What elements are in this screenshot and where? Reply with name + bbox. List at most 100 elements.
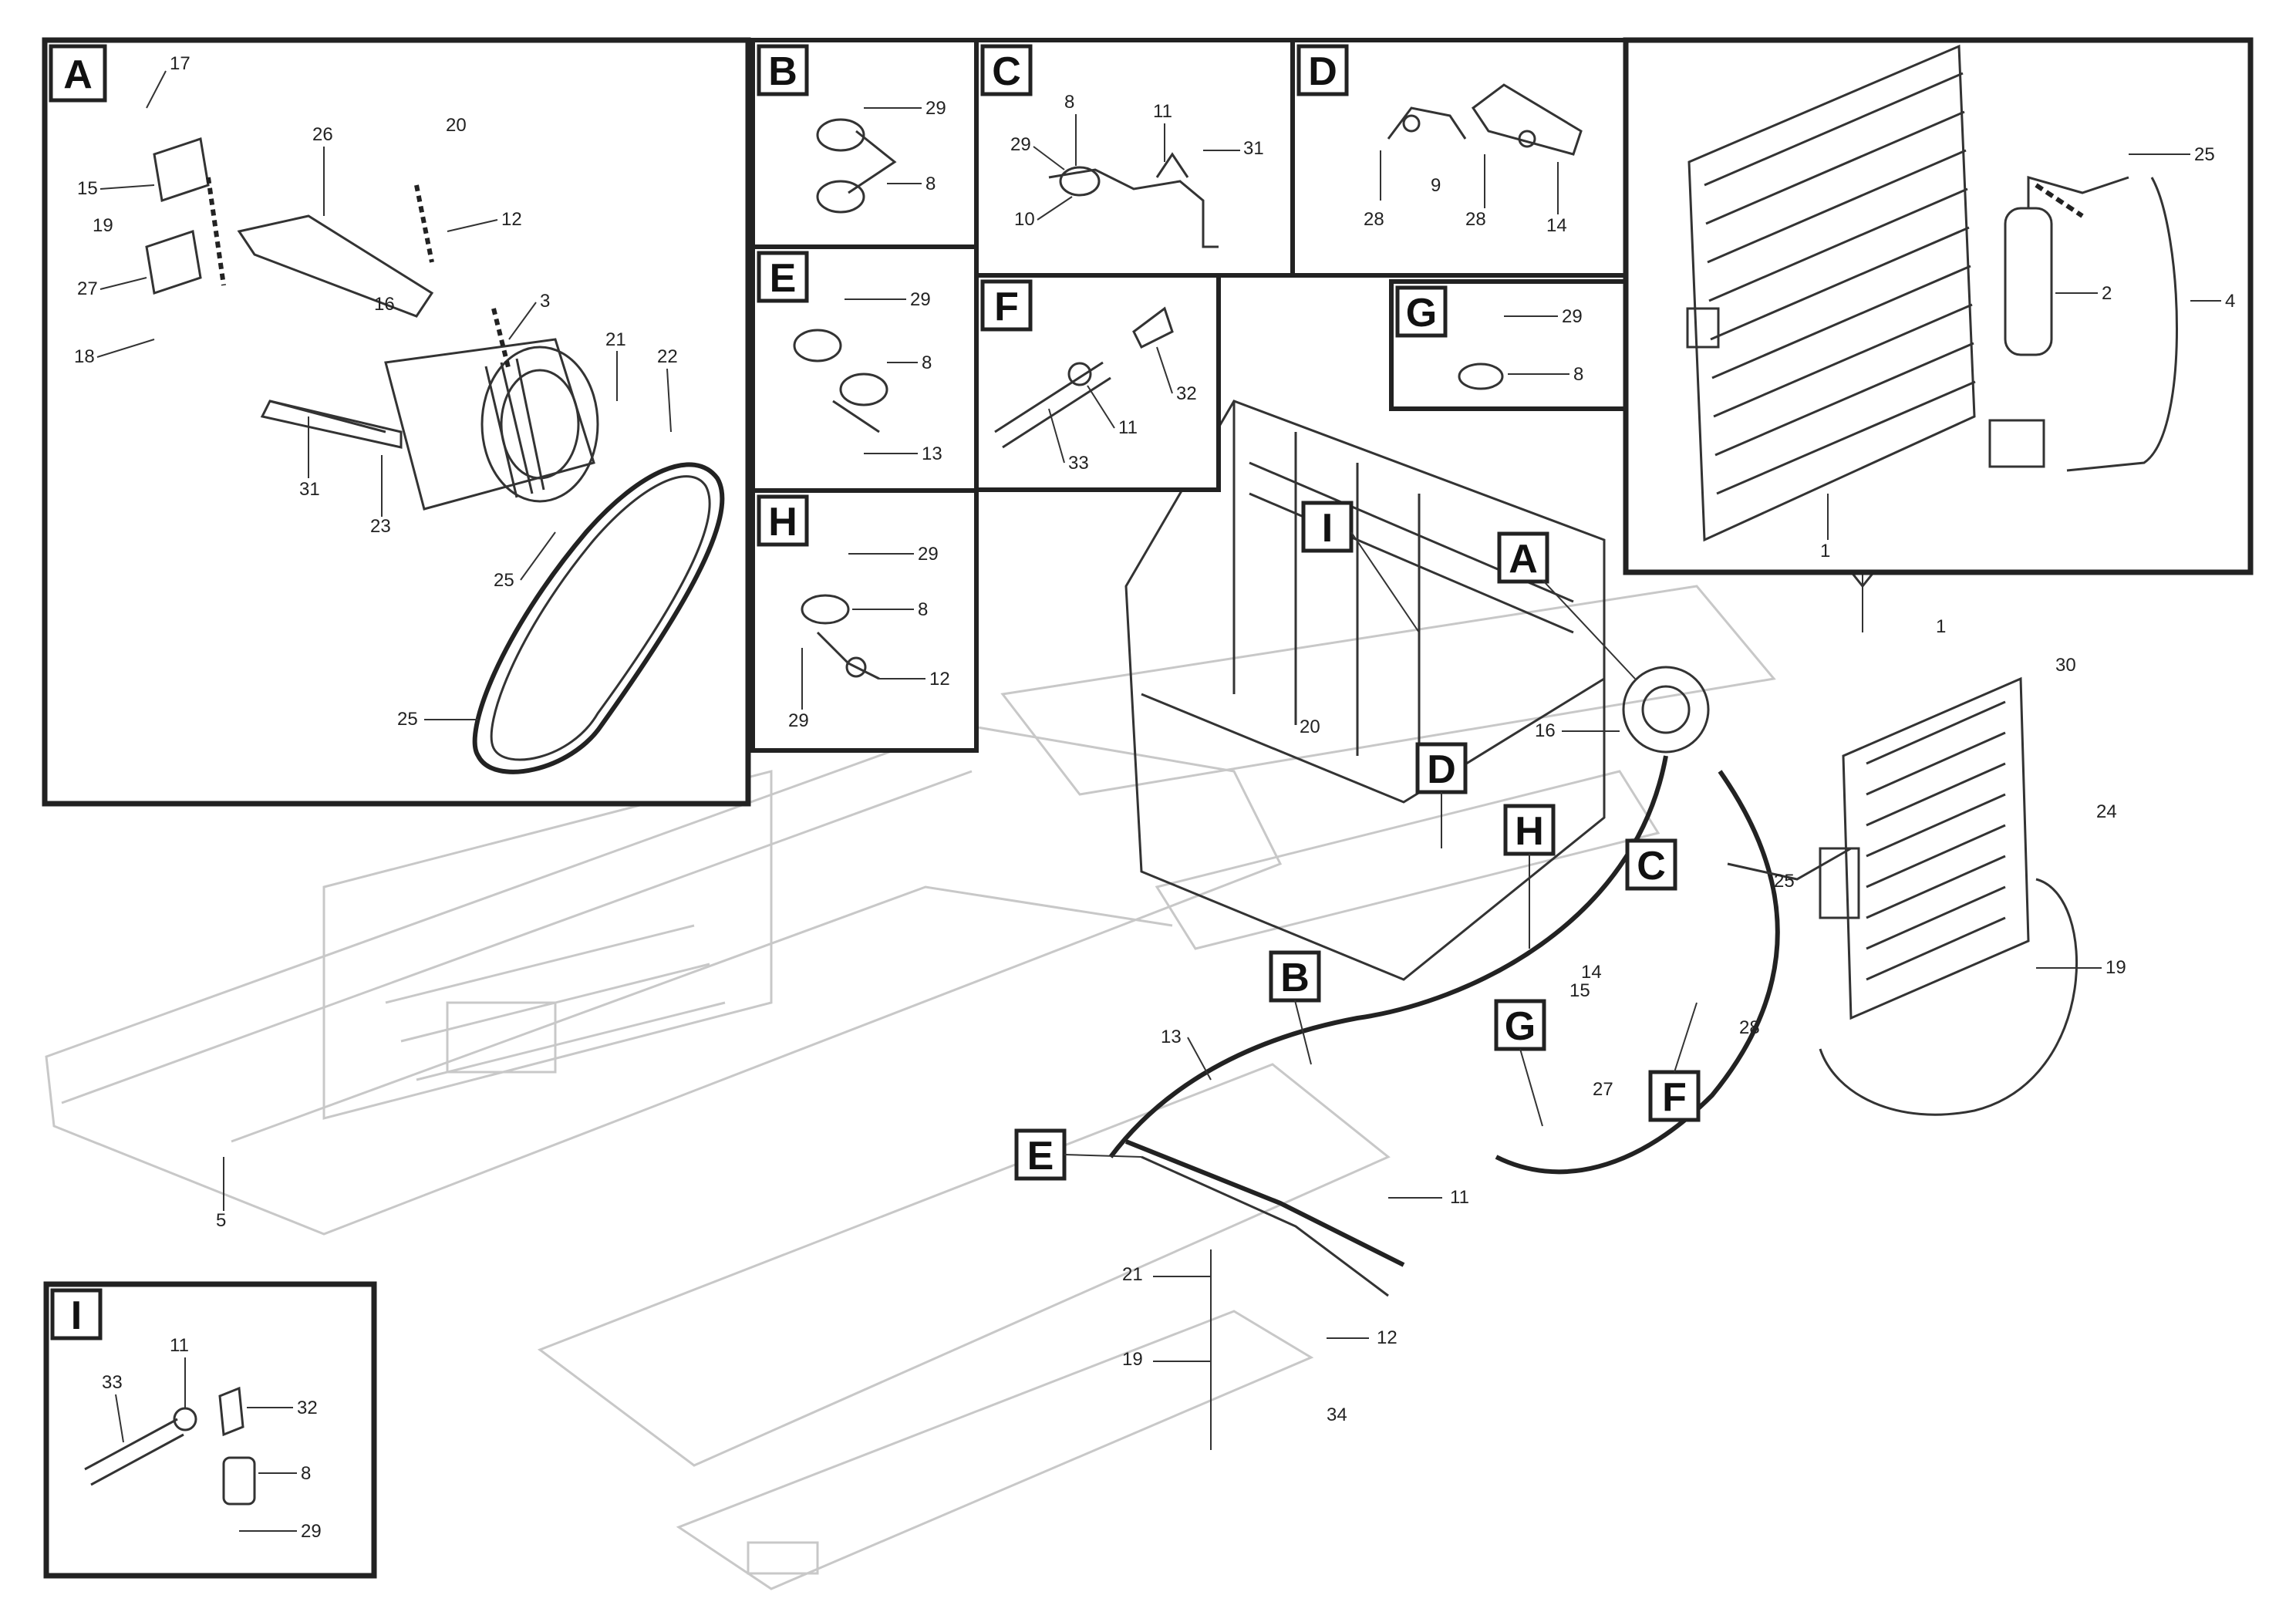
main-assembly: I A D H C B G E <box>45 400 2126 1590</box>
svg-text:11: 11 <box>1450 1187 1469 1208</box>
svg-text:D: D <box>1308 49 1337 94</box>
marker-D[interactable]: D <box>1415 742 1468 794</box>
svg-text:H: H <box>1515 809 1544 854</box>
svg-text:29: 29 <box>301 1521 322 1542</box>
svg-text:A: A <box>63 52 93 97</box>
svg-text:3: 3 <box>540 291 550 312</box>
svg-text:32: 32 <box>297 1398 318 1418</box>
svg-text:F: F <box>994 285 1019 329</box>
label-box-A: A <box>49 44 107 103</box>
svg-text:C: C <box>992 49 1021 94</box>
detail-view-G: G 29 8 <box>1389 279 1628 411</box>
svg-text:D: D <box>1427 747 1456 792</box>
svg-text:30: 30 <box>2055 655 2076 676</box>
svg-text:29: 29 <box>910 289 931 310</box>
detail-view-E: E 29 8 13 <box>750 244 979 493</box>
svg-text:E: E <box>1027 1134 1054 1179</box>
svg-text:34: 34 <box>1327 1404 1347 1425</box>
marker-E[interactable]: E <box>1014 1128 1067 1181</box>
svg-text:31: 31 <box>1243 138 1264 159</box>
svg-text:25: 25 <box>494 570 514 591</box>
svg-text:11: 11 <box>1153 101 1172 122</box>
svg-text:28: 28 <box>1465 209 1486 230</box>
svg-text:19: 19 <box>93 215 113 236</box>
svg-text:21: 21 <box>1122 1264 1143 1285</box>
marker-C[interactable]: C <box>1625 838 1677 891</box>
svg-text:E: E <box>770 256 797 301</box>
svg-text:19: 19 <box>1122 1349 1143 1370</box>
svg-text:13: 13 <box>1161 1027 1182 1047</box>
svg-text:23: 23 <box>370 516 391 537</box>
detail-view-B: B 29 8 <box>750 38 979 249</box>
svg-text:25: 25 <box>2194 144 2215 165</box>
condenser-view: 25 2 4 1 <box>1623 37 2254 575</box>
svg-text:B: B <box>1280 956 1310 1000</box>
svg-text:4: 4 <box>2225 291 2235 312</box>
svg-text:20: 20 <box>446 115 467 136</box>
svg-text:32: 32 <box>1176 383 1197 404</box>
detail-view-F: F 32 11 33 <box>974 273 1221 492</box>
svg-text:11: 11 <box>1118 417 1138 438</box>
marker-H[interactable]: H <box>1503 804 1556 856</box>
label-box-E: E <box>757 251 809 303</box>
marker-F[interactable]: F <box>1648 1070 1701 1122</box>
svg-text:13: 13 <box>922 443 942 464</box>
svg-text:H: H <box>768 500 797 545</box>
svg-text:F: F <box>1662 1075 1687 1120</box>
marker-I[interactable]: I <box>1301 501 1354 553</box>
svg-text:B: B <box>768 49 797 94</box>
svg-text:11: 11 <box>170 1335 189 1356</box>
svg-text:15: 15 <box>1569 980 1590 1001</box>
svg-text:24: 24 <box>2096 801 2117 822</box>
svg-text:8: 8 <box>1573 364 1583 385</box>
detail-view-D: D 9 28 28 14 <box>1290 38 1628 278</box>
detail-view-C: C 8 11 29 31 10 <box>974 38 1295 278</box>
svg-text:33: 33 <box>1068 453 1089 474</box>
svg-text:25: 25 <box>397 709 418 730</box>
label-box-C: C <box>980 44 1033 96</box>
svg-text:18: 18 <box>74 346 95 367</box>
svg-text:20: 20 <box>1300 717 1320 737</box>
svg-text:21: 21 <box>605 329 626 350</box>
svg-text:G: G <box>1406 291 1437 336</box>
svg-text:29: 29 <box>1010 134 1031 155</box>
svg-text:28: 28 <box>1739 1017 1760 1038</box>
svg-text:27: 27 <box>77 278 98 299</box>
detail-view-H: H 29 8 12 29 <box>750 488 979 753</box>
svg-text:1: 1 <box>1820 541 1830 561</box>
svg-text:22: 22 <box>657 346 678 367</box>
svg-text:16: 16 <box>374 294 395 315</box>
label-box-I: I <box>50 1288 103 1340</box>
label-box-G: G <box>1395 285 1448 338</box>
svg-text:12: 12 <box>929 669 950 690</box>
marker-G[interactable]: G <box>1494 999 1546 1051</box>
svg-text:8: 8 <box>925 174 936 194</box>
svg-text:14: 14 <box>1581 962 1602 983</box>
svg-text:14: 14 <box>1546 215 1567 236</box>
svg-text:25: 25 <box>1774 871 1795 892</box>
svg-text:26: 26 <box>312 124 333 145</box>
svg-text:8: 8 <box>918 599 928 620</box>
svg-text:31: 31 <box>299 479 320 500</box>
marker-A[interactable]: A <box>1497 531 1549 584</box>
label-box-H: H <box>757 494 809 547</box>
svg-text:29: 29 <box>1562 306 1583 327</box>
detail-view-A: A 17 15 19 27 18 26 20 12 16 3 <box>42 37 751 807</box>
svg-text:I: I <box>1322 506 1333 551</box>
svg-text:8: 8 <box>922 352 932 373</box>
svg-text:C: C <box>1637 844 1666 889</box>
svg-text:2: 2 <box>2102 283 2112 304</box>
svg-text:8: 8 <box>1064 92 1074 113</box>
marker-B[interactable]: B <box>1269 950 1321 1003</box>
label-box-B: B <box>757 44 809 96</box>
svg-text:16: 16 <box>1535 720 1556 741</box>
svg-text:12: 12 <box>501 209 522 230</box>
svg-text:A: A <box>1509 537 1538 582</box>
svg-text:1: 1 <box>1936 616 1946 637</box>
svg-text:33: 33 <box>102 1372 123 1393</box>
svg-text:29: 29 <box>918 544 939 565</box>
svg-text:5: 5 <box>216 1210 226 1231</box>
label-box-F: F <box>980 279 1033 332</box>
svg-text:19: 19 <box>2106 957 2126 978</box>
detail-view-I: I 11 33 32 8 29 <box>43 1281 377 1579</box>
